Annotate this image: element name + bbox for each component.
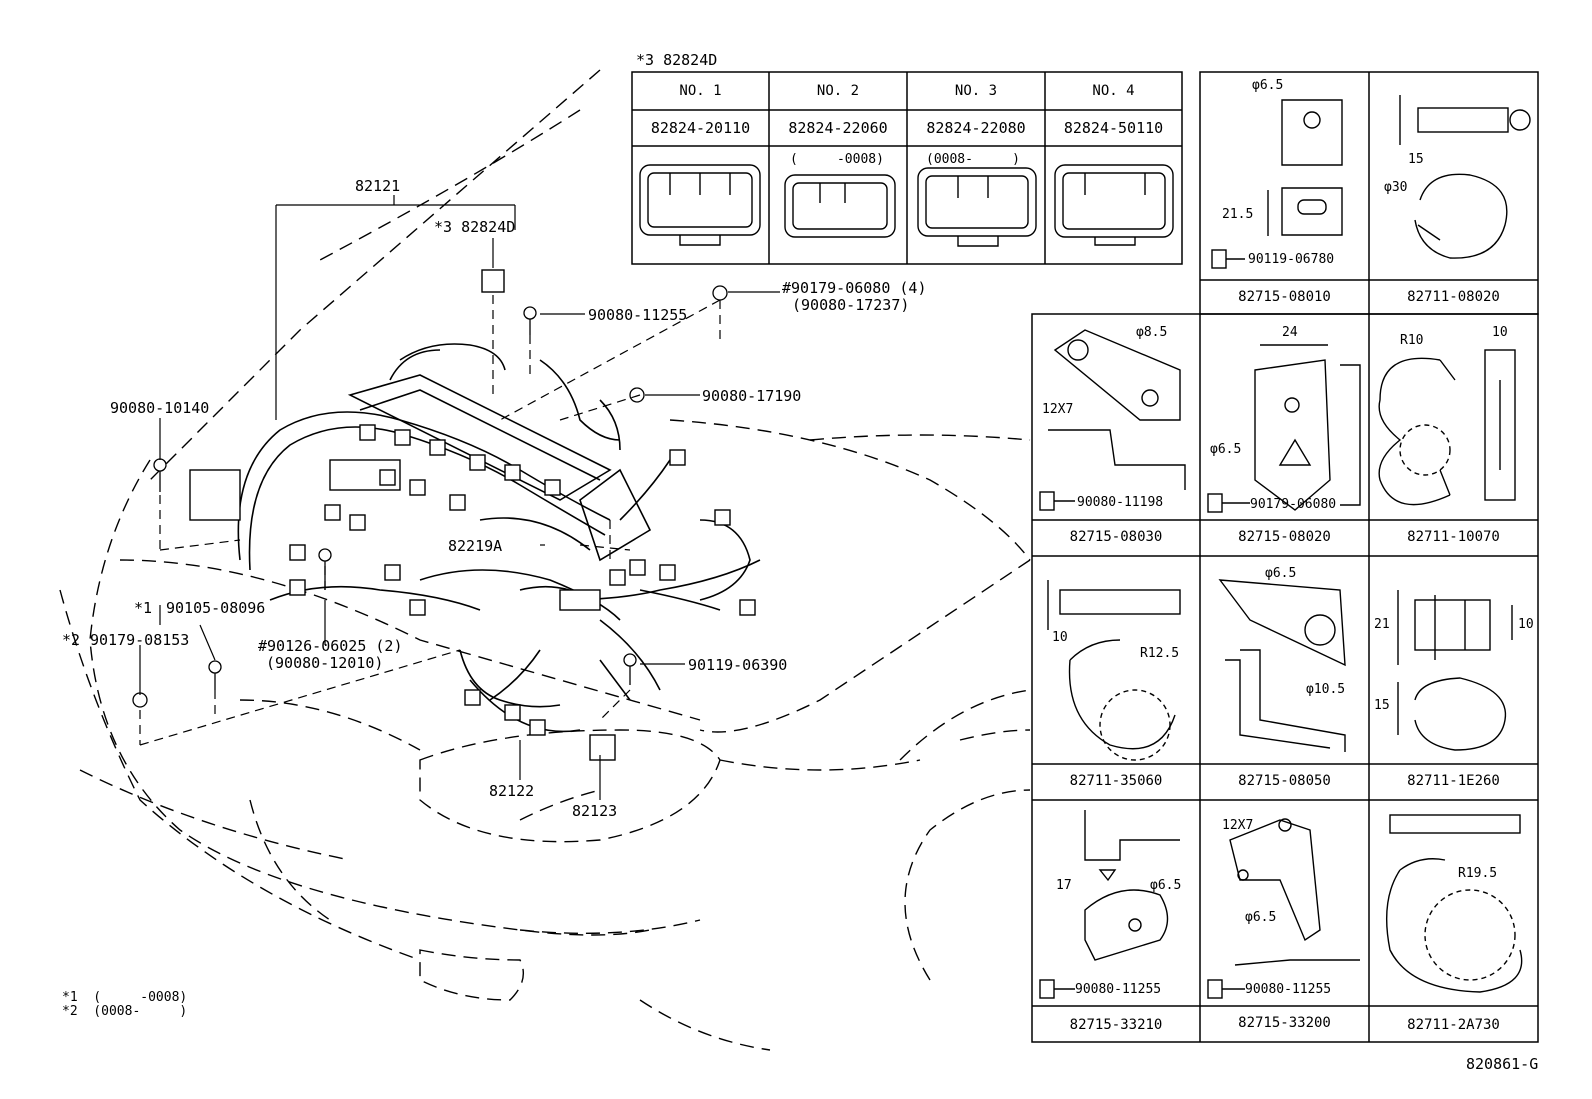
- part-r2c2: 82715-08020: [1238, 529, 1331, 545]
- table-note-no2: ( -0008): [790, 152, 884, 167]
- clamp-grid-lines: [1031, 71, 1539, 1043]
- dim-r2c3-a: R10: [1400, 333, 1424, 348]
- part-r3c1: 82711-35060: [1069, 773, 1163, 789]
- dim-r3c2-a: φ6.5: [1265, 566, 1297, 581]
- fasteners: [132, 285, 728, 708]
- part-r2c3: 82711-10070: [1407, 529, 1500, 545]
- dim-r1c1-b: 21.5: [1222, 207, 1254, 222]
- label-harness-82122: 82122: [489, 782, 535, 800]
- part-r1c2: 82711-08020: [1407, 289, 1500, 305]
- label-harness-82219A: 82219A: [448, 537, 503, 555]
- bolt-r2c2: 90179-06080: [1250, 497, 1337, 512]
- leader-lines: [139, 295, 721, 746]
- table-header-no1: NO. 1: [679, 83, 722, 99]
- label-mark-2: *2: [62, 631, 81, 649]
- part-r3c2: 82715-08050: [1238, 773, 1331, 789]
- dim-r4c2-a: 12X7: [1222, 818, 1254, 833]
- label-connector-ref: *3 82824D: [434, 218, 516, 236]
- table-part-no1: 82824-20110: [650, 119, 751, 137]
- dim-r1c2-a: 15: [1408, 152, 1424, 167]
- label-harness-82121: 82121: [355, 177, 401, 195]
- dim-r3c2-b: φ10.5: [1306, 682, 1346, 697]
- label-bolt-90080-11255: 90080-11255: [588, 306, 688, 324]
- part-r1c1: 82715-08010: [1238, 289, 1331, 305]
- table-part-no4: 82824-50110: [1063, 119, 1164, 137]
- label-nut-90179-06080: #90179-06080 (4): [782, 279, 927, 297]
- dim-r4c3-a: R19.5: [1458, 866, 1498, 881]
- dim-r3c1-a: 10: [1052, 630, 1068, 645]
- label-mark-1: *1: [134, 599, 153, 617]
- label-bolt-90179-08153: 90179-08153: [90, 631, 190, 649]
- footnote-2: *2 (0008- ): [62, 1004, 188, 1019]
- dim-r2c1-b: 12X7: [1042, 402, 1074, 417]
- label-bolt-90105-08096: 90105-08096: [166, 599, 266, 617]
- dim-r1c2-b: φ30: [1384, 180, 1408, 195]
- footnote-1: *1 ( -0008): [62, 990, 188, 1005]
- connector-table-icons: [639, 164, 1174, 247]
- part-r2c1: 82715-08030: [1069, 529, 1163, 545]
- dim-r4c1-b: φ6.5: [1150, 878, 1182, 893]
- diagram-code: 820861-G: [1466, 1055, 1539, 1073]
- dim-r4c1-a: 17: [1056, 878, 1072, 893]
- dim-r4c2-b: φ6.5: [1245, 910, 1277, 925]
- table-part-no2: 82824-22060: [788, 119, 888, 137]
- dim-r3c3-b: 10: [1518, 617, 1534, 632]
- bolt-r4c2: 90080-11255: [1245, 982, 1332, 997]
- engine-harness: [237, 343, 761, 733]
- table-note-no3: (0008- ): [926, 152, 1020, 167]
- harness-connectors: [189, 269, 756, 761]
- label-bolt-90080-10140: 90080-10140: [110, 399, 210, 417]
- bolt-r2c1: 90080-11198: [1077, 495, 1164, 510]
- dim-r2c2-a: 24: [1282, 325, 1298, 340]
- table-part-no3: 82824-22080: [926, 119, 1026, 137]
- dim-r3c1-b: R12.5: [1140, 646, 1180, 661]
- dim-r2c3-b: 10: [1492, 325, 1508, 340]
- part-r4c3: 82711-2A730: [1407, 1017, 1500, 1033]
- part-r3c3: 82711-1E260: [1407, 773, 1500, 789]
- dim-r3c3-a: 21: [1374, 617, 1390, 632]
- dim-r2c1-a: φ8.5: [1136, 325, 1168, 340]
- label-stud-90126-06025: #90126-06025 (2): [258, 637, 403, 655]
- connector-table-heading: *3 82824D: [636, 51, 718, 69]
- table-header-no2: NO. 2: [816, 83, 860, 99]
- label-stud-alt: (90080-12010): [266, 654, 384, 672]
- part-r4c1: 82715-33210: [1069, 1017, 1163, 1033]
- car-body-outline: [59, 69, 1031, 1051]
- dim-r2c2-b: φ6.5: [1210, 442, 1242, 457]
- label-clip-90080-17190: 90080-17190: [702, 387, 802, 405]
- dim-r1c1-a: φ6.5: [1252, 78, 1284, 93]
- label-bolt-90119-06390: 90119-06390: [688, 656, 788, 674]
- bolt-r4c1: 90080-11255: [1075, 982, 1162, 997]
- table-header-no4: NO. 4: [1092, 83, 1135, 99]
- label-harness-82123: 82123: [572, 802, 618, 820]
- clamp-drawings: [1039, 95, 1531, 999]
- label-leaders: [139, 195, 780, 800]
- bolt-r1c1: 90119-06780: [1248, 252, 1335, 267]
- table-header-no3: NO. 3: [954, 83, 998, 99]
- dim-r3c3-c: 15: [1374, 698, 1390, 713]
- connector-table-grid: [631, 71, 1183, 265]
- label-nut-alt: (90080-17237): [792, 296, 910, 314]
- part-r4c2: 82715-33200: [1238, 1015, 1331, 1031]
